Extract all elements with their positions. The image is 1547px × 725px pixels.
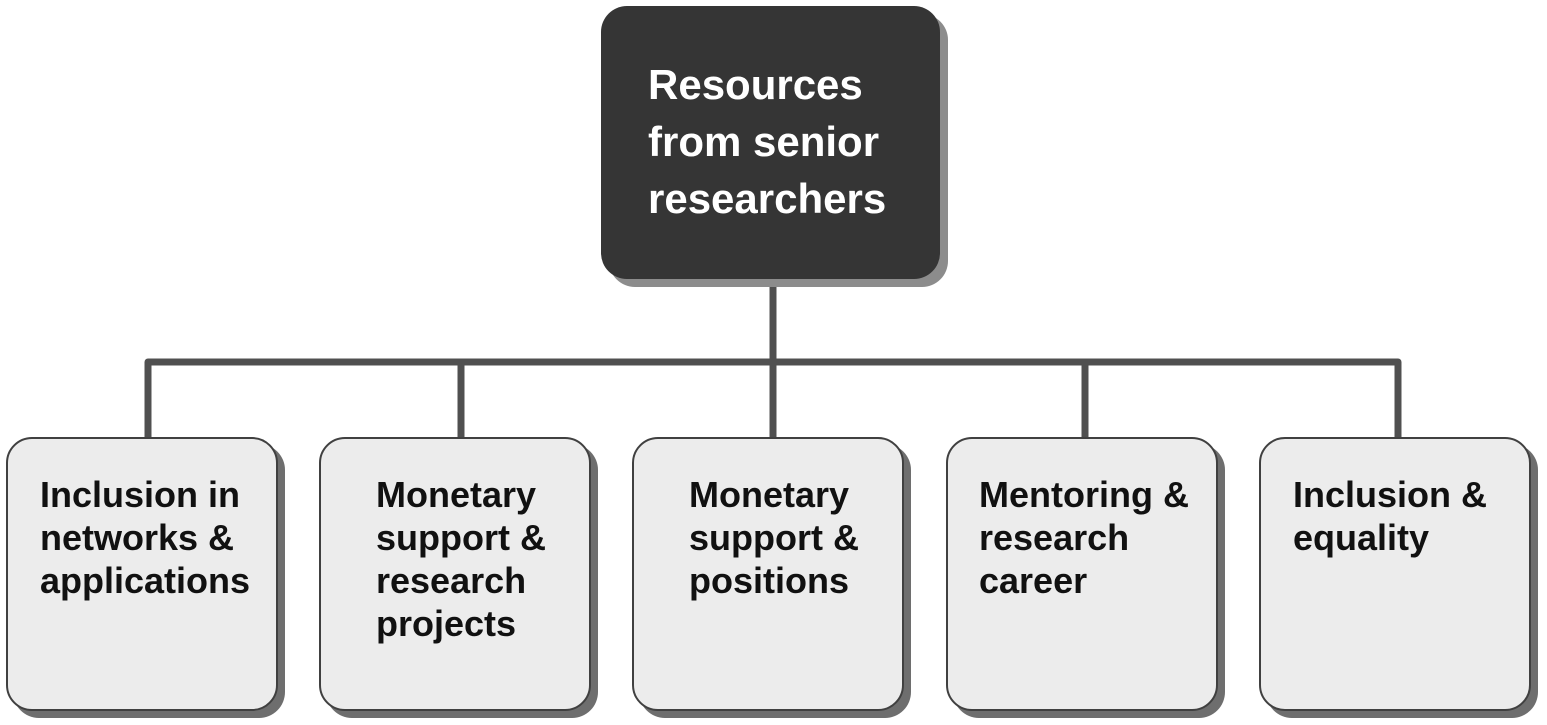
root-node: Resources from senior researchers: [601, 6, 940, 279]
child-node-equality: Inclusion & equality: [1259, 437, 1531, 711]
child-node-label: Inclusion in networks & applications: [40, 474, 251, 601]
child-node-label: Inclusion & equality: [1293, 474, 1488, 558]
child-node-mentoring: Mentoring & research career: [946, 437, 1218, 711]
child-node-positions: Monetary support & positions: [632, 437, 904, 711]
child-node-label: Monetary support & research projects: [376, 474, 546, 644]
root-node-label: Resources from senior researchers: [648, 61, 887, 222]
child-node-label: Mentoring & research career: [979, 474, 1189, 601]
child-node-label: Monetary support & positions: [689, 474, 859, 601]
child-node-networks: Inclusion in networks & applications: [6, 437, 278, 711]
child-node-research-projects: Monetary support & research projects: [319, 437, 591, 711]
